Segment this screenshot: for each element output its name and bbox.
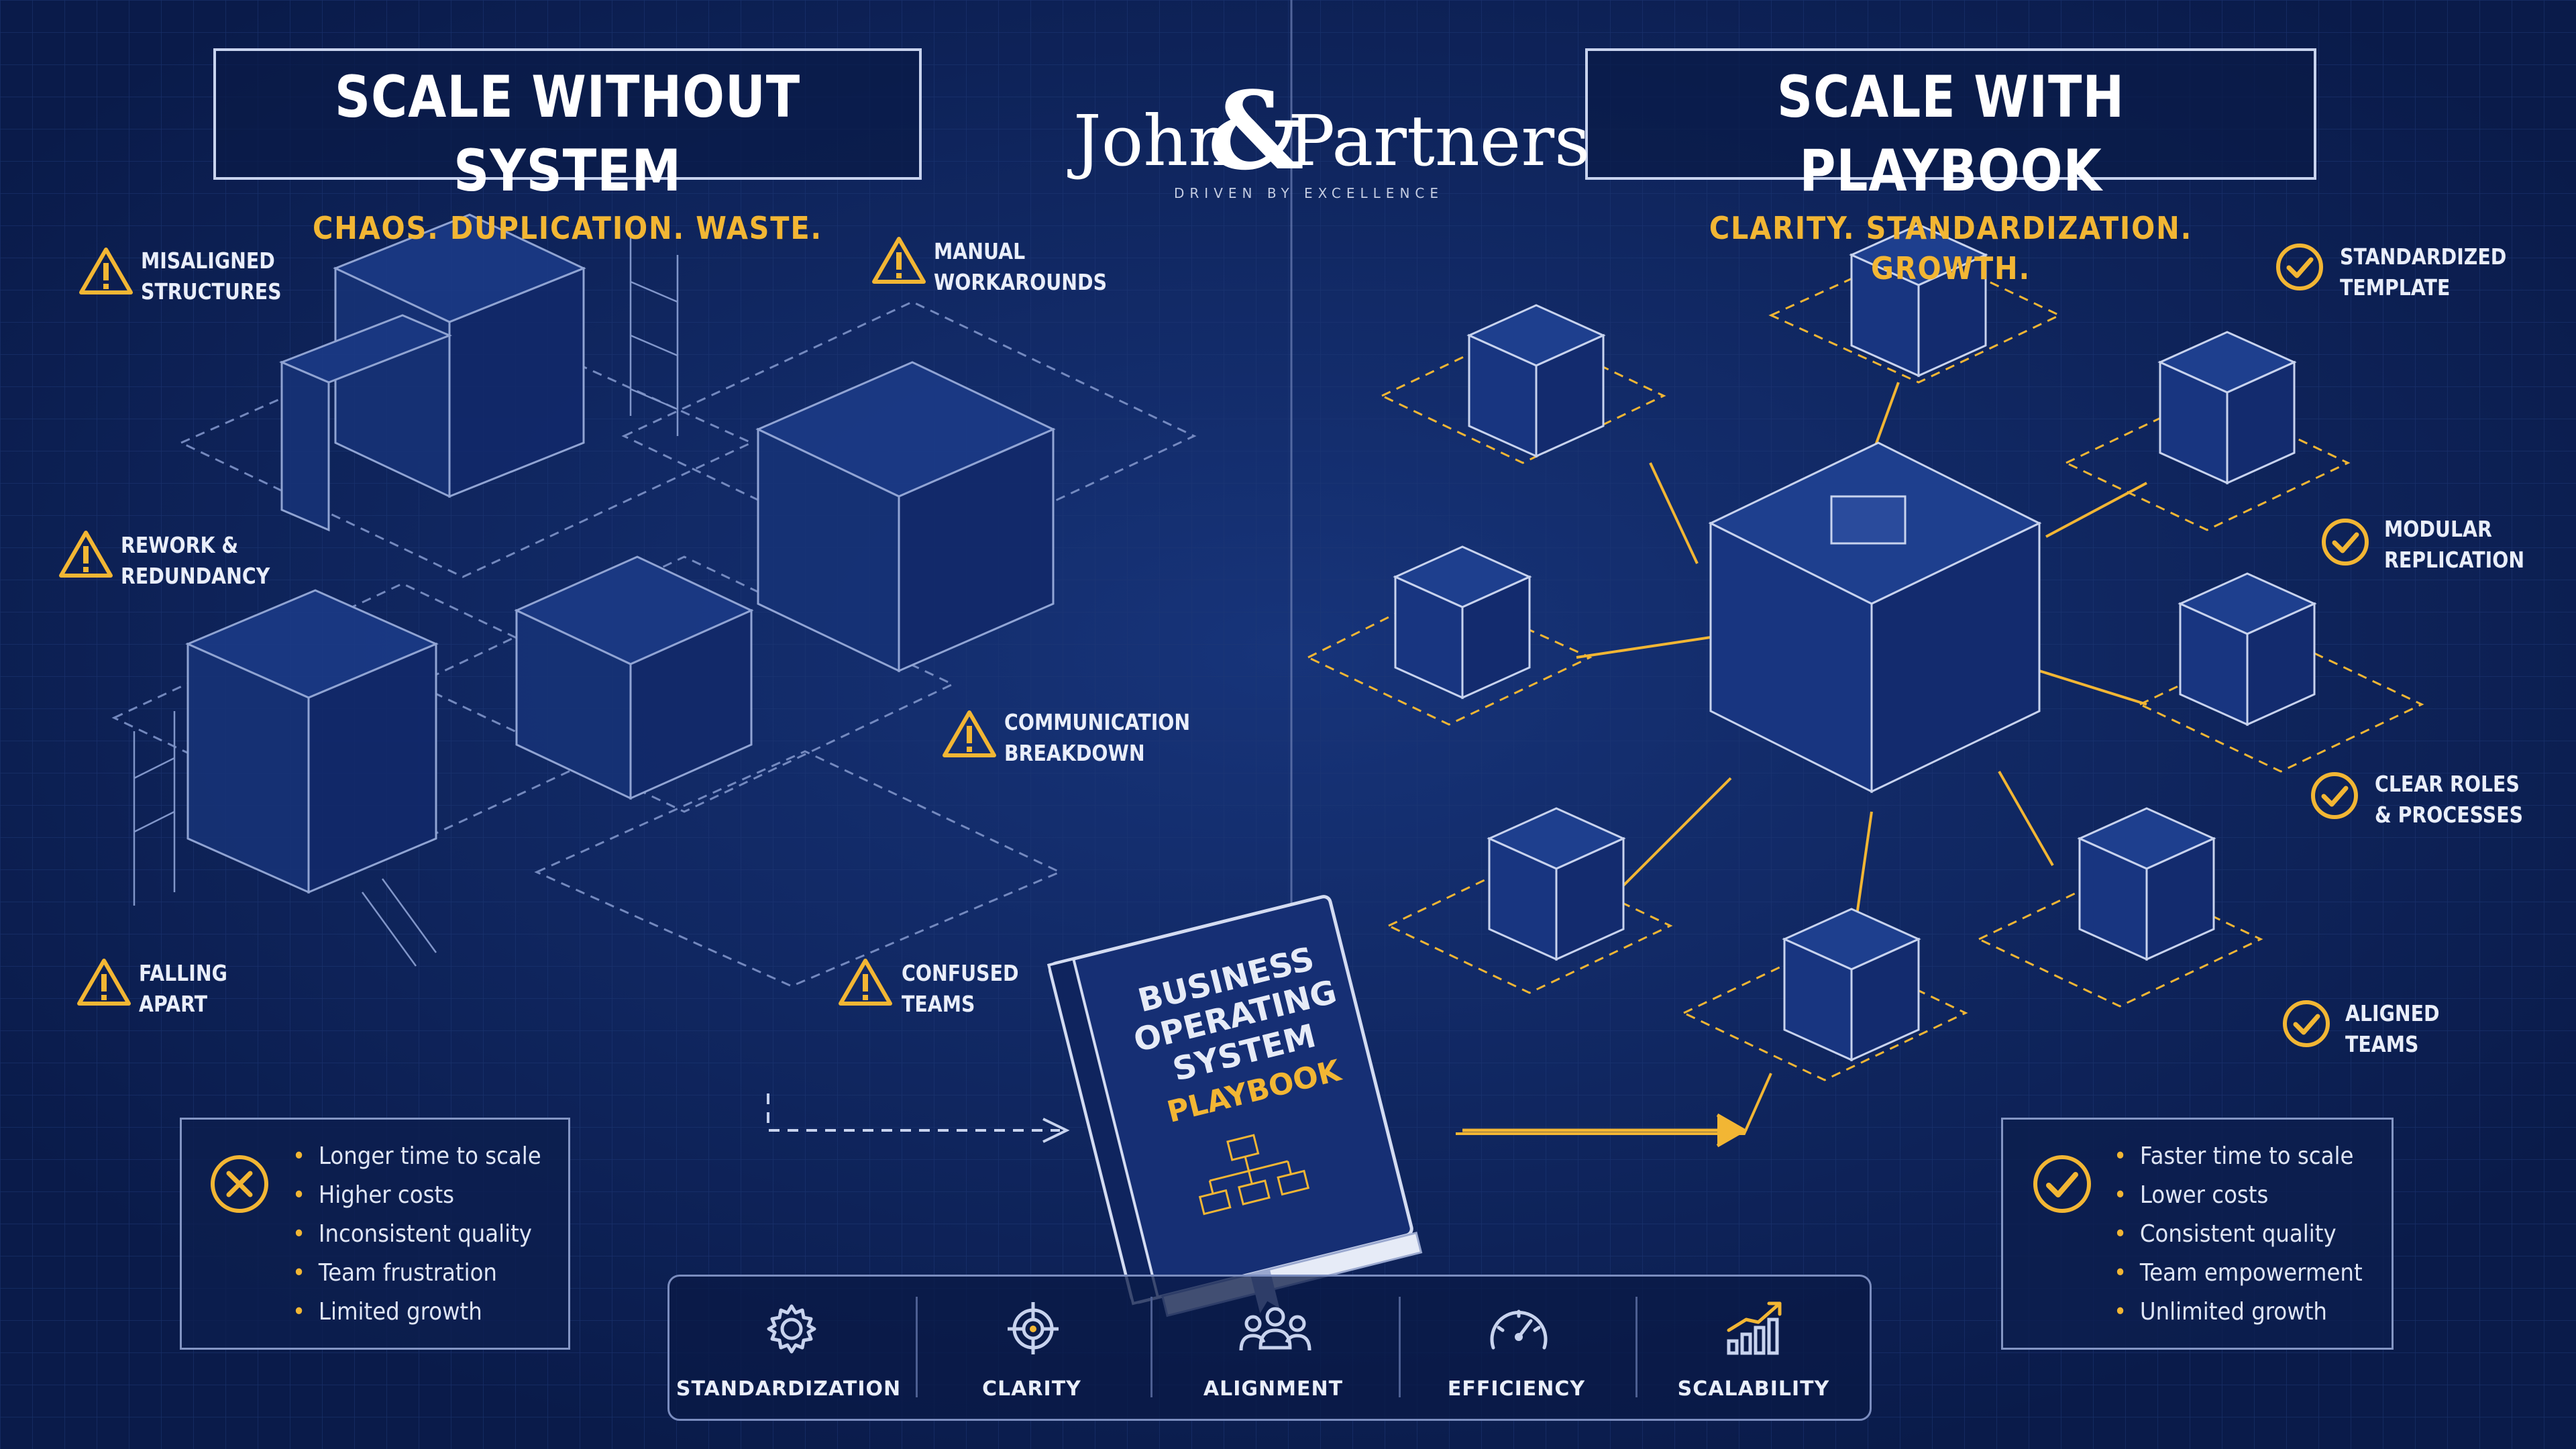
callout-line: ALIGNED (2345, 1000, 2440, 1026)
pillar-label: SCALABILITY (1677, 1377, 1830, 1401)
pillar-label: CLARITY (982, 1377, 1081, 1401)
right-outcomes-list: Faster time to scale Lower costs Consist… (2114, 1137, 2390, 1332)
callout-line: STRUCTURES (141, 278, 282, 305)
left-outcomes-list: Longer time to scale Higher costs Incons… (292, 1137, 569, 1332)
left-title: SCALE WITHOUT SYSTEM (334, 64, 801, 205)
pillar-label: ALIGNMENT (1203, 1377, 1344, 1401)
callout-line: WORKAROUNDS (934, 269, 1108, 295)
list-item: Unlimited growth (2114, 1293, 2363, 1332)
callout-line: REWORK & (121, 532, 239, 558)
brand-ampersand: & (1208, 68, 1305, 194)
right-outcomes-panel: Faster time to scale Lower costs Consist… (2001, 1118, 2394, 1350)
list-item: Inconsistent quality (292, 1215, 541, 1254)
playbook-book (1046, 895, 1423, 1318)
callout-misaligned-structures: MISALIGNED STRUCTURES (141, 246, 282, 307)
pillars-bar: STANDARDIZATION CLARITY ALIGNMENT EFFICI… (667, 1275, 1872, 1421)
pillar-divider (1399, 1297, 1401, 1397)
target-icon (1005, 1299, 1061, 1359)
left-outcomes-panel: Longer time to scale Higher costs Incons… (180, 1118, 570, 1350)
callout-line: FALLING (139, 960, 227, 986)
check-circle-icon (2309, 770, 2360, 824)
brand-logo: John & Partners DRIVEN BY EXCELLENCE (1067, 74, 1590, 208)
callout-line: STANDARDIZED (2340, 244, 2507, 270)
callout-line: MANUAL (934, 238, 1026, 264)
callout-line: MISALIGNED (141, 248, 275, 274)
callout-confused-teams: CONFUSED TEAMS (902, 958, 1019, 1020)
callout-falling-apart: FALLING APART (139, 958, 227, 1020)
callout-line: CONFUSED (902, 960, 1019, 986)
list-item: Team frustration (292, 1254, 541, 1293)
callout-line: APART (139, 991, 208, 1017)
pillar-efficiency: EFFICIENCY (1401, 1277, 1632, 1419)
left-subtitle: CHAOS. DUPLICATION. WASTE. (313, 210, 822, 246)
organized-buildings-scene (1305, 223, 2424, 1135)
callout-rework-redundancy: REWORK & REDUNDANCY (121, 530, 270, 592)
callout-line: REPLICATION (2384, 547, 2525, 573)
brand-name-left: John (1073, 100, 1234, 182)
check-circle-icon (2030, 1152, 2094, 1220)
callout-line: MODULAR (2384, 516, 2492, 542)
list-item: Consistent quality (2114, 1215, 2363, 1254)
callout-line: & PROCESSES (2375, 802, 2524, 828)
list-item: Faster time to scale (2114, 1137, 2363, 1176)
gear-icon (763, 1301, 820, 1360)
chaotic-buildings-scene (111, 213, 1197, 987)
callout-clear-roles-processes: CLEAR ROLES & PROCESSES (2375, 769, 2523, 830)
pillar-alignment: ALIGNMENT (1152, 1277, 1394, 1419)
right-title-box: SCALE WITH PLAYBOOK CLARITY. STANDARDIZA… (1585, 48, 2316, 286)
x-circle-icon (207, 1152, 272, 1220)
callout-line: BREAKDOWN (1004, 740, 1145, 766)
callout-standardized-template: STANDARDIZED TEMPLATE (2340, 241, 2506, 303)
check-circle-icon (2320, 517, 2371, 571)
pillar-clarity: CLARITY (918, 1277, 1146, 1419)
book-to-right-arrow (1462, 1113, 1748, 1148)
people-icon (1238, 1303, 1312, 1360)
pillar-divider (916, 1297, 918, 1397)
right-subtitle: CLARITY. STANDARDIZATION. GROWTH. (1709, 210, 2193, 286)
list-item: Limited growth (292, 1293, 541, 1332)
growth-chart-icon (1723, 1297, 1788, 1360)
callout-manual-workarounds: MANUAL WORKAROUNDS (934, 236, 1107, 298)
warning-icon (77, 958, 131, 1010)
check-circle-icon (2274, 241, 2325, 296)
callout-line: REDUNDANCY (121, 563, 270, 589)
warning-icon (59, 530, 113, 582)
callout-line: TEAMS (2345, 1031, 2419, 1057)
callout-line: TEAMS (902, 991, 975, 1017)
warning-icon (79, 247, 133, 299)
pillar-standardization: STANDARDIZATION (669, 1277, 908, 1419)
pillar-divider (1635, 1297, 1638, 1397)
right-title: SCALE WITH PLAYBOOK (1776, 64, 2125, 205)
callout-line: TEMPLATE (2340, 274, 2451, 301)
warning-icon (839, 958, 892, 1010)
callout-aligned-teams: ALIGNED TEAMS (2345, 998, 2440, 1060)
pillar-label: STANDARDIZATION (676, 1377, 902, 1401)
pillar-scalability: SCALABILITY (1638, 1277, 1870, 1419)
pillar-label: EFFICIENCY (1447, 1377, 1586, 1401)
warning-icon (943, 710, 996, 761)
warning-icon (872, 236, 926, 288)
list-item: Higher costs (292, 1176, 541, 1215)
brand-tagline: DRIVEN BY EXCELLENCE (1174, 185, 1444, 201)
pillar-divider (1150, 1297, 1152, 1397)
list-item: Team empowerment (2114, 1254, 2363, 1293)
list-item: Longer time to scale (292, 1137, 541, 1176)
callout-line: COMMUNICATION (1004, 709, 1191, 735)
gauge-icon (1487, 1301, 1551, 1360)
left-title-box: SCALE WITHOUT SYSTEM CHAOS. DUPLICATION.… (213, 48, 922, 246)
callout-line: CLEAR ROLES (2375, 771, 2520, 797)
check-circle-icon (2281, 998, 2332, 1053)
brand-name-right: Partners (1288, 100, 1591, 182)
callout-communication-breakdown: COMMUNICATION BREAKDOWN (1004, 707, 1190, 769)
list-item: Lower costs (2114, 1176, 2363, 1215)
callout-modular-replication: MODULAR REPLICATION (2384, 514, 2524, 576)
left-to-book-arrow (767, 1093, 1070, 1143)
